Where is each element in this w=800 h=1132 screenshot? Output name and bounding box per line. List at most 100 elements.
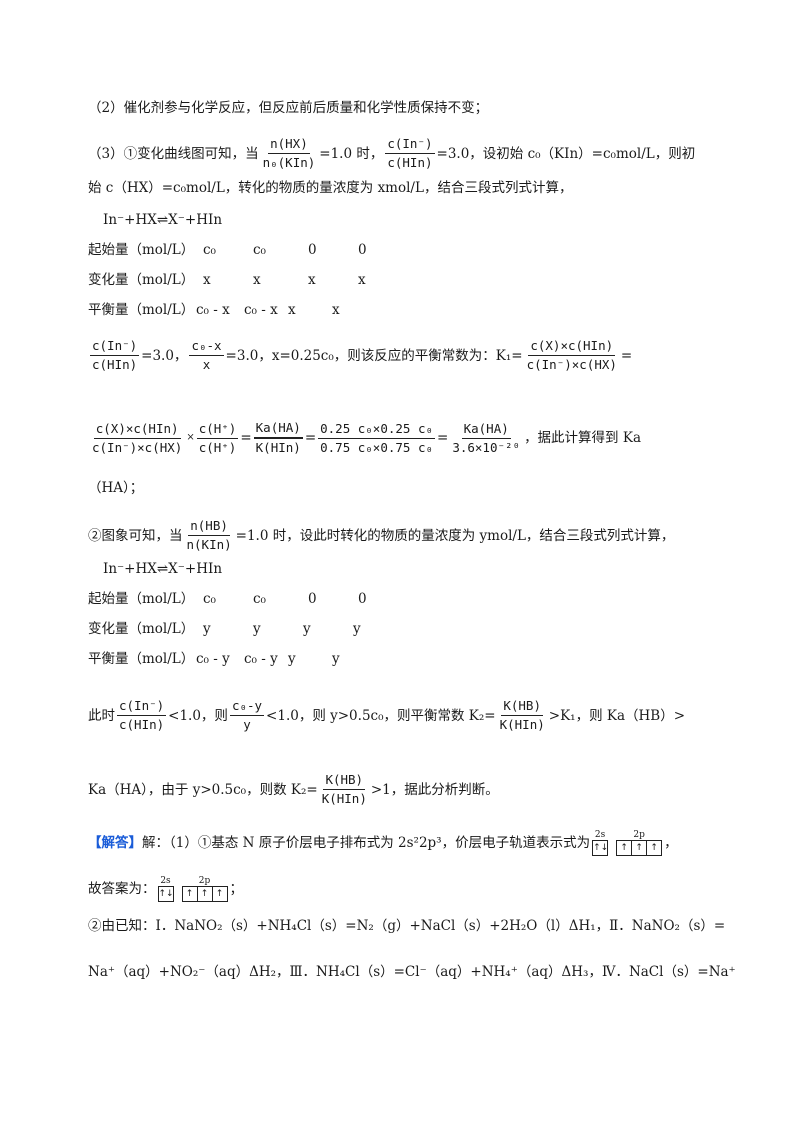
- row-label: 变化量（mol/L）: [88, 272, 195, 288]
- cell: 0: [358, 591, 367, 607]
- numerator: K(HB): [323, 772, 366, 790]
- fraction-nHB-nKIn: n(HB) n(KIn): [185, 518, 234, 553]
- denominator: c(H⁺): [198, 439, 237, 455]
- orbital-label: 2p: [198, 876, 211, 886]
- text: （3）①变化曲线图可知，当: [88, 145, 259, 162]
- denominator: c(In⁻)×c(HX): [526, 357, 617, 372]
- cell: x: [358, 272, 366, 288]
- answer-part1: 【解答】 解：（1）①基态 N 原子价层电子排布式为 2s²2p³，价层电子轨道…: [88, 830, 678, 856]
- cell: 0: [308, 242, 317, 258]
- table-row: 起始量（mol/L） c₀ c₀ 0 0: [88, 240, 408, 260]
- row-label: 起始量（mol/L）: [88, 242, 195, 258]
- fraction: c(In⁻) c(HIn): [117, 698, 167, 733]
- denominator: c(In⁻)×c(HX): [92, 439, 183, 455]
- answer-part2-cont: Na⁺（aq）+NO₂⁻（aq）ΔH₂，Ⅲ．NH₄Cl（s）=Cl⁻（aq）+N…: [88, 962, 736, 982]
- cell: y: [353, 621, 361, 637]
- cell: y: [288, 651, 296, 667]
- numerator: K(HB): [501, 698, 543, 716]
- orbital-box: ↑: [185, 889, 194, 899]
- fraction: 0.25 c₀×0.25 c₀ 0.75 c₀×0.75 c₀: [318, 421, 436, 456]
- text: >K₁，则 Ka（HB）>: [548, 707, 686, 724]
- denominator: 3.6×10⁻²⁰: [452, 439, 521, 455]
- denominator: n(KIn): [186, 537, 232, 552]
- row-label: 变化量（mol/L）: [88, 621, 195, 637]
- orbital-box: ↑: [196, 887, 212, 901]
- denominator: n₀(KIn): [262, 155, 316, 170]
- cell: c₀ - y: [244, 651, 278, 667]
- answer-tag: 【解答】: [88, 835, 142, 851]
- fraction: c₀-x x: [189, 338, 224, 373]
- fraction: Ka(HA) 3.6×10⁻²⁰: [450, 421, 522, 456]
- reaction-equation-2: In⁻+HX⇌X⁻+HIn: [103, 559, 222, 579]
- cell: c₀ - y: [196, 651, 230, 667]
- paragraph-part3-cont: 始 c（HX）=c₀mol/L，转化的物质的量浓度为 xmol/L，结合三段式列…: [88, 178, 572, 198]
- calculation-k2: 此时 c(In⁻) c(HIn) <1.0，则 c₀-y y <1.0，则 y>…: [88, 698, 685, 733]
- fraction: c(In⁻) c(HIn): [90, 338, 140, 373]
- row-label: 起始量（mol/L）: [88, 591, 195, 607]
- cell: c₀ - x: [196, 302, 230, 318]
- equation: In⁻+HX⇌X⁻+HIn: [103, 212, 223, 228]
- fraction: c(H⁺) c(H⁺): [196, 421, 239, 456]
- answer-part2: ②由已知：Ⅰ．NaNO₂（s）+NH₄Cl（s）=N₂（g）+NaCl（s）+2…: [88, 916, 725, 936]
- equals-sign: =: [437, 430, 449, 446]
- orbital-box: ↑: [646, 841, 661, 855]
- orbital-label: 2s: [160, 876, 171, 886]
- numerator: c₀-y: [229, 698, 265, 716]
- table-row: 平衡量（mol/L） c₀ - x c₀ - x x x: [88, 300, 372, 320]
- denominator: x: [202, 357, 211, 372]
- orbital-box: ↑↓: [593, 843, 609, 853]
- fraction-nHX-n0KIn: n(HX) n₀(KIn): [261, 136, 318, 171]
- answer-result: 故答案为： 2s ↑↓ 2p ↑ ↑ ↑ ；: [88, 876, 243, 902]
- cell: y: [303, 621, 311, 637]
- numerator: c₀-x: [189, 338, 224, 356]
- fraction: K(HB) K(HIn): [498, 698, 547, 733]
- orbital-label: 2s: [594, 830, 606, 840]
- text: =3.0，设初始 c₀（KIn）=c₀mol/L，则初: [436, 145, 696, 162]
- numerator: 0.25 c₀×0.25 c₀: [318, 421, 436, 439]
- text: ；: [229, 881, 244, 897]
- fraction: Ka(HA) K(HIn): [253, 420, 303, 456]
- orbital-2s: 2s ↑↓: [157, 876, 174, 902]
- orbital-box: ↑↓: [158, 889, 174, 899]
- cell: y: [203, 621, 211, 637]
- calculation-k2-cont: Ka（HA），由于 y>0.5c₀，则数 K₂= K(HB) K(HIn) >1…: [88, 772, 499, 807]
- text: （2）催化剂参与化学反应，但反应前后质量和化学性质保持不变；: [88, 100, 489, 116]
- cell: 0: [358, 242, 367, 258]
- orbital-diagram: 2s ↑↓ 2p ↑ ↑ ↑: [157, 876, 228, 902]
- cell: x: [332, 302, 340, 318]
- cell: x: [203, 272, 211, 288]
- text: =: [620, 347, 633, 364]
- row-label: 平衡量（mol/L）: [88, 302, 195, 318]
- numerator: c(X)×c(HIn): [93, 421, 181, 439]
- paragraph-catalyst: （2）催化剂参与化学反应，但反应前后质量和化学性质保持不变；: [88, 98, 488, 118]
- text: ，: [664, 835, 678, 851]
- table-row: 变化量（mol/L） y y y y: [88, 619, 403, 639]
- orbital-2p: 2p ↑ ↑ ↑: [181, 876, 228, 902]
- text: <1.0，则: [168, 707, 228, 724]
- text: =3.0，: [141, 347, 188, 364]
- fraction: c(X)×c(HIn) c(In⁻)×c(HX): [525, 338, 619, 373]
- paragraph-part3: （3）①变化曲线图可知，当 n(HX) n₀(KIn) =1.0 时， c(In…: [88, 136, 695, 171]
- text: ②由已知：Ⅰ．NaNO₂（s）+NH₄Cl（s）=N₂（g）+NaCl（s）+2…: [88, 918, 726, 934]
- cell: c₀ - x: [244, 302, 278, 318]
- denominator: 0.75 c₀×0.75 c₀: [320, 439, 434, 455]
- table-row: 变化量（mol/L） x x x x: [88, 270, 408, 290]
- text: ，据此计算得到 Ka: [524, 430, 641, 446]
- numerator: Ka(HA): [461, 421, 511, 439]
- denominator: K(HIn): [499, 717, 545, 732]
- numerator: c(In⁻): [117, 698, 167, 716]
- numerator: n(HX): [268, 136, 310, 154]
- reaction-equation-1: In⁻+HX⇌X⁻+HIn: [103, 210, 222, 230]
- fraction: c(X)×c(HIn) c(In⁻)×c(HX): [90, 421, 184, 456]
- numerator: c(X)×c(HIn): [528, 338, 616, 356]
- denominator: c(HIn): [92, 357, 138, 372]
- text: 解：（1）①基态 N 原子价层电子排布式为 2s²2p³，价层电子轨道表示式为: [142, 835, 591, 851]
- text: ②图象可知，当: [88, 527, 183, 544]
- text: （HA）；: [88, 480, 144, 496]
- calculation-ka: c(X)×c(HIn) c(In⁻)×c(HX) × c(H⁺) c(H⁺) =…: [88, 420, 641, 456]
- row-label: 平衡量（mol/L）: [88, 651, 195, 667]
- orbital-box: ↑: [631, 841, 646, 855]
- cell: y: [253, 621, 261, 637]
- cell: c₀: [203, 591, 216, 607]
- denominator: y: [243, 717, 251, 732]
